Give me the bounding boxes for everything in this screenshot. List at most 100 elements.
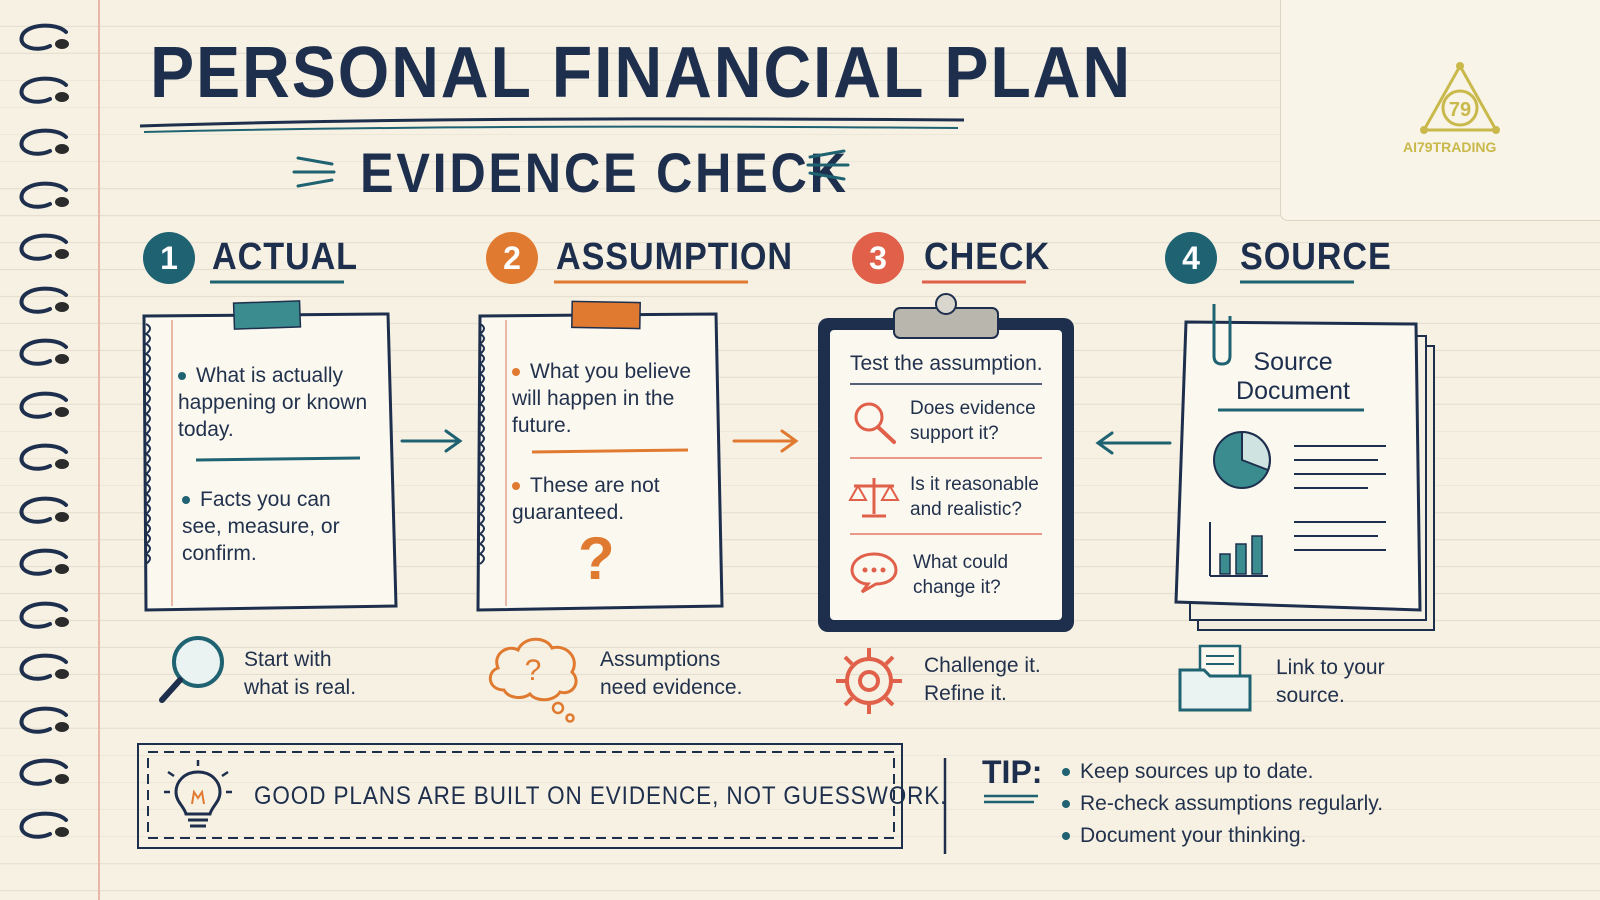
actual-caption: Start with what is real. — [244, 646, 356, 702]
actual-caption-line-2: what is real. — [244, 676, 357, 699]
step-2-label: ASSUMPTION — [556, 236, 794, 278]
thought-bubble-icon: ? — [488, 637, 578, 723]
spiral-ring-icon — [19, 706, 69, 734]
bullet-dot — [512, 482, 520, 491]
logo-text: AI79TRADING — [1403, 139, 1497, 155]
arrow-right-1-icon — [400, 429, 463, 453]
question-mark-icon: ? — [578, 525, 615, 592]
corner-sticky-note — [1280, 0, 1600, 221]
assumption-caption-line-2: need evidence. — [600, 676, 743, 699]
bullet-dot — [1062, 800, 1070, 809]
actual-bullet-2-text: Facts you can see, measure, or confirm. — [182, 488, 340, 565]
source-doc-title-line-2: Document — [1236, 377, 1350, 405]
actual-bullet-1-text: What is actually happening or known toda… — [178, 364, 368, 441]
lightbulb-icon — [164, 760, 232, 828]
tip-item-text: Keep sources up to date. — [1080, 760, 1314, 783]
spiral-ring-icon — [19, 653, 69, 681]
tip-label: TIP: — [982, 754, 1043, 790]
actual-bullet-2: Facts you can see, measure, or confirm. — [182, 486, 372, 567]
page-title: PERSONAL FINANCIAL PLAN — [150, 33, 1133, 113]
bullet-dot — [512, 368, 520, 377]
arrow-left-icon — [1095, 431, 1172, 455]
spiral-ring-icon — [19, 443, 69, 471]
assumption-note-card — [476, 300, 724, 612]
spiral-ring-icon — [19, 23, 69, 51]
spiral-ring-icon — [19, 758, 69, 786]
check-item-1: Does evidence support it? — [910, 396, 1036, 446]
check-caption-line-1: Challenge it. — [924, 654, 1041, 677]
source-caption: Link to your source. — [1276, 654, 1385, 710]
spiral-ring-icon — [19, 548, 69, 576]
tip-item-text: Document your thinking. — [1080, 824, 1307, 847]
magnifying-glass-icon — [159, 636, 224, 703]
svg-text:?: ? — [525, 654, 542, 687]
spiral-ring-icon — [19, 338, 69, 366]
check-item-2: Is it reasonable and realistic? — [910, 472, 1039, 522]
check-item-3: What could change it? — [913, 550, 1008, 600]
step-3-number: 3 — [852, 232, 904, 284]
check-item-3-line-2: change it? — [913, 577, 1001, 598]
source-caption-line-2: source. — [1276, 684, 1345, 707]
spiral-ring-icon — [19, 496, 69, 524]
bullet-dot — [1062, 832, 1070, 841]
step-1-underline — [210, 280, 344, 284]
spiral-ring-icon — [19, 286, 69, 314]
step-3-label: CHECK — [924, 236, 1051, 278]
tip-list: Keep sources up to date. Re-check assump… — [1062, 756, 1383, 852]
subtitle-right-dashes — [806, 149, 850, 181]
check-item-1-line-1: Does evidence — [910, 398, 1036, 419]
bullet-dot — [1062, 768, 1070, 777]
step-4-label: SOURCE — [1240, 236, 1392, 278]
bullet-dot — [178, 372, 186, 381]
spiral-ring-icon — [19, 811, 69, 839]
tip-underline — [984, 794, 1038, 804]
balance-scale-icon — [848, 478, 900, 518]
check-caption: Challenge it. Refine it. — [924, 652, 1041, 708]
assumption-bullet-1-text: What you believe will happen in the futu… — [512, 360, 692, 437]
check-item-1-line-2: support it? — [910, 423, 999, 444]
spiral-ring-icon — [19, 181, 69, 209]
assumption-bullet-2: These are not guaranteed. — [512, 472, 712, 526]
step-1-number: 1 — [143, 232, 195, 284]
check-item-3-line-1: What could — [913, 552, 1009, 573]
ai79trading-logo-icon: 79 — [1420, 62, 1500, 134]
tip-item-text: Re-check assumptions regularly. — [1080, 792, 1384, 815]
source-document-stack — [1174, 304, 1435, 631]
actual-bullet-1: What is actually happening or known toda… — [178, 362, 378, 443]
folder-document-icon — [1178, 644, 1252, 712]
spiral-ring-icon — [19, 601, 69, 629]
step-4-number: 4 — [1165, 232, 1217, 284]
spiral-ring-icon — [19, 391, 69, 419]
subtitle-left-dashes — [292, 156, 336, 188]
spiral-ring-icon — [19, 233, 69, 261]
title-underline — [139, 117, 965, 133]
step-1-label: ACTUAL — [212, 236, 358, 278]
step-2-underline — [554, 280, 748, 284]
actual-note-card — [142, 300, 398, 612]
check-caption-line-2: Refine it. — [924, 682, 1007, 705]
spiral-ring-icon — [19, 128, 69, 156]
bullet-dot — [182, 496, 190, 505]
assumption-caption: Assumptions need evidence. — [600, 646, 742, 702]
check-item-2-line-2: and realistic? — [910, 499, 1022, 520]
logo-number: 79 — [1449, 99, 1471, 121]
assumption-bullet-1: What you believe will happen in the futu… — [512, 358, 712, 439]
tip-item: Keep sources up to date. — [1062, 756, 1383, 788]
evidence-banner-frame — [137, 743, 903, 849]
check-heading: Test the assumption. — [850, 352, 1043, 375]
assumption-bullet-2-text: These are not guaranteed. — [512, 474, 660, 524]
tip-item: Document your thinking. — [1062, 820, 1383, 852]
page-subtitle: EVIDENCE CHECK — [360, 141, 849, 204]
speech-bubble-icon — [850, 552, 898, 594]
source-caption-line-1: Link to your — [1276, 656, 1385, 679]
step-3-underline — [922, 280, 1026, 284]
spiral-ring-icon — [19, 76, 69, 104]
assumption-caption-line-1: Assumptions — [600, 648, 721, 671]
source-doc-title-line-1: Source — [1253, 348, 1333, 376]
evidence-banner-text: GOOD PLANS ARE BUILT ON EVIDENCE, NOT GU… — [254, 782, 948, 810]
actual-caption-line-1: Start with — [244, 648, 332, 671]
tip-divider — [943, 758, 947, 854]
check-item-2-line-1: Is it reasonable — [910, 474, 1039, 495]
arrow-right-2-icon — [732, 429, 799, 453]
